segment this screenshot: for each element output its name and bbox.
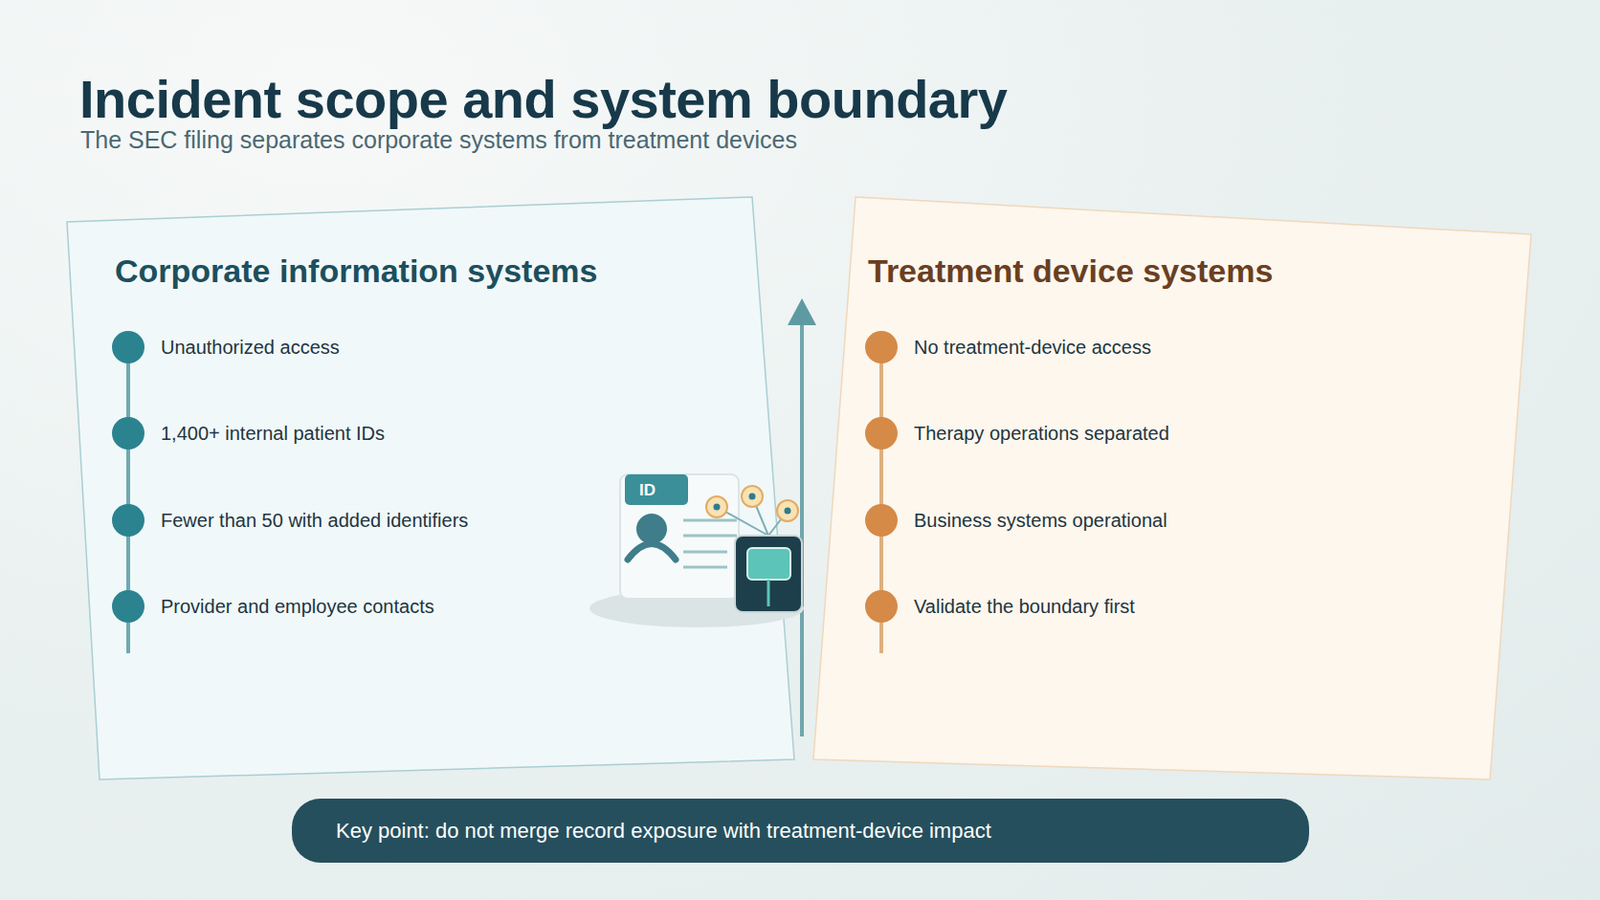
bullet-dot (865, 417, 898, 450)
panel-shape (813, 197, 1532, 780)
arrow-shaft (800, 321, 804, 737)
arrow-head (787, 298, 817, 326)
boundary-arrow (787, 298, 817, 737)
bullet-dot (865, 331, 898, 364)
key-point-band: Key point: do not merge record exposure … (291, 799, 1310, 864)
subtitle: The SEC filing separates corporate syste… (80, 126, 798, 155)
bullet-text: Therapy operations separated (913, 422, 1170, 445)
pin (777, 500, 799, 522)
bullet-text: Business systems operational (913, 510, 1168, 533)
bullet-dot (111, 331, 145, 364)
id-tab-label: ID (639, 481, 656, 501)
bullet-text: Unauthorized access (160, 336, 340, 359)
bullet-dot (111, 590, 145, 623)
bullet-dot (111, 417, 145, 450)
bullet-text: No treatment-device access (913, 336, 1152, 359)
panel-heading: Corporate information systems (114, 252, 598, 290)
panel-heading: Treatment device systems (867, 252, 1273, 290)
system-panel: Treatment device systems No treatment-dev… (813, 197, 1532, 780)
bullet-text: Provider and employee contacts (160, 596, 435, 619)
bullet-text: Fewer than 50 with added identifiers (160, 510, 468, 533)
panel-shape (66, 197, 795, 780)
bullet-dot (111, 504, 145, 537)
bullet-dot (865, 504, 898, 537)
system-panel: Corporate information systemsUnauthorize… (66, 197, 795, 780)
pin-dot (784, 508, 792, 515)
key-point-text: Key point: do not merge record exposure … (335, 819, 992, 844)
bullet-text: Validate the boundary first (913, 596, 1135, 619)
bullet-text: 1,400+ internal patient IDs (160, 422, 385, 445)
slide-title: Incident scope and system boundary (79, 68, 1007, 131)
bullet-dot (865, 590, 898, 623)
